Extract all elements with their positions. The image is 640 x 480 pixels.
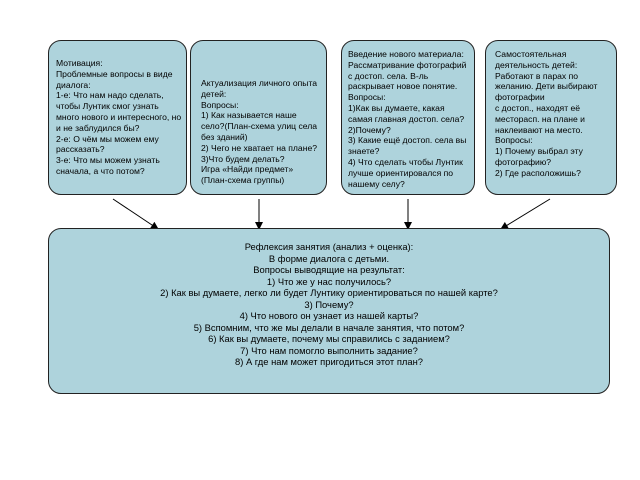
independent-activity-box: Самостоятельная деятельность детей: Рабо… [485,40,617,195]
reflection-box: Рефлексия занятия (анализ + оценка): В ф… [48,228,610,394]
arrow-from-independent [500,198,551,230]
new-material-box: Введение нового материала: Рассматривани… [341,40,475,195]
motivation-box: Мотивация: Проблемные вопросы в виде диа… [48,40,187,195]
arrow-from-motivation [112,198,159,230]
actualization-box: Актуализация личного опыта детей: Вопрос… [190,40,327,195]
